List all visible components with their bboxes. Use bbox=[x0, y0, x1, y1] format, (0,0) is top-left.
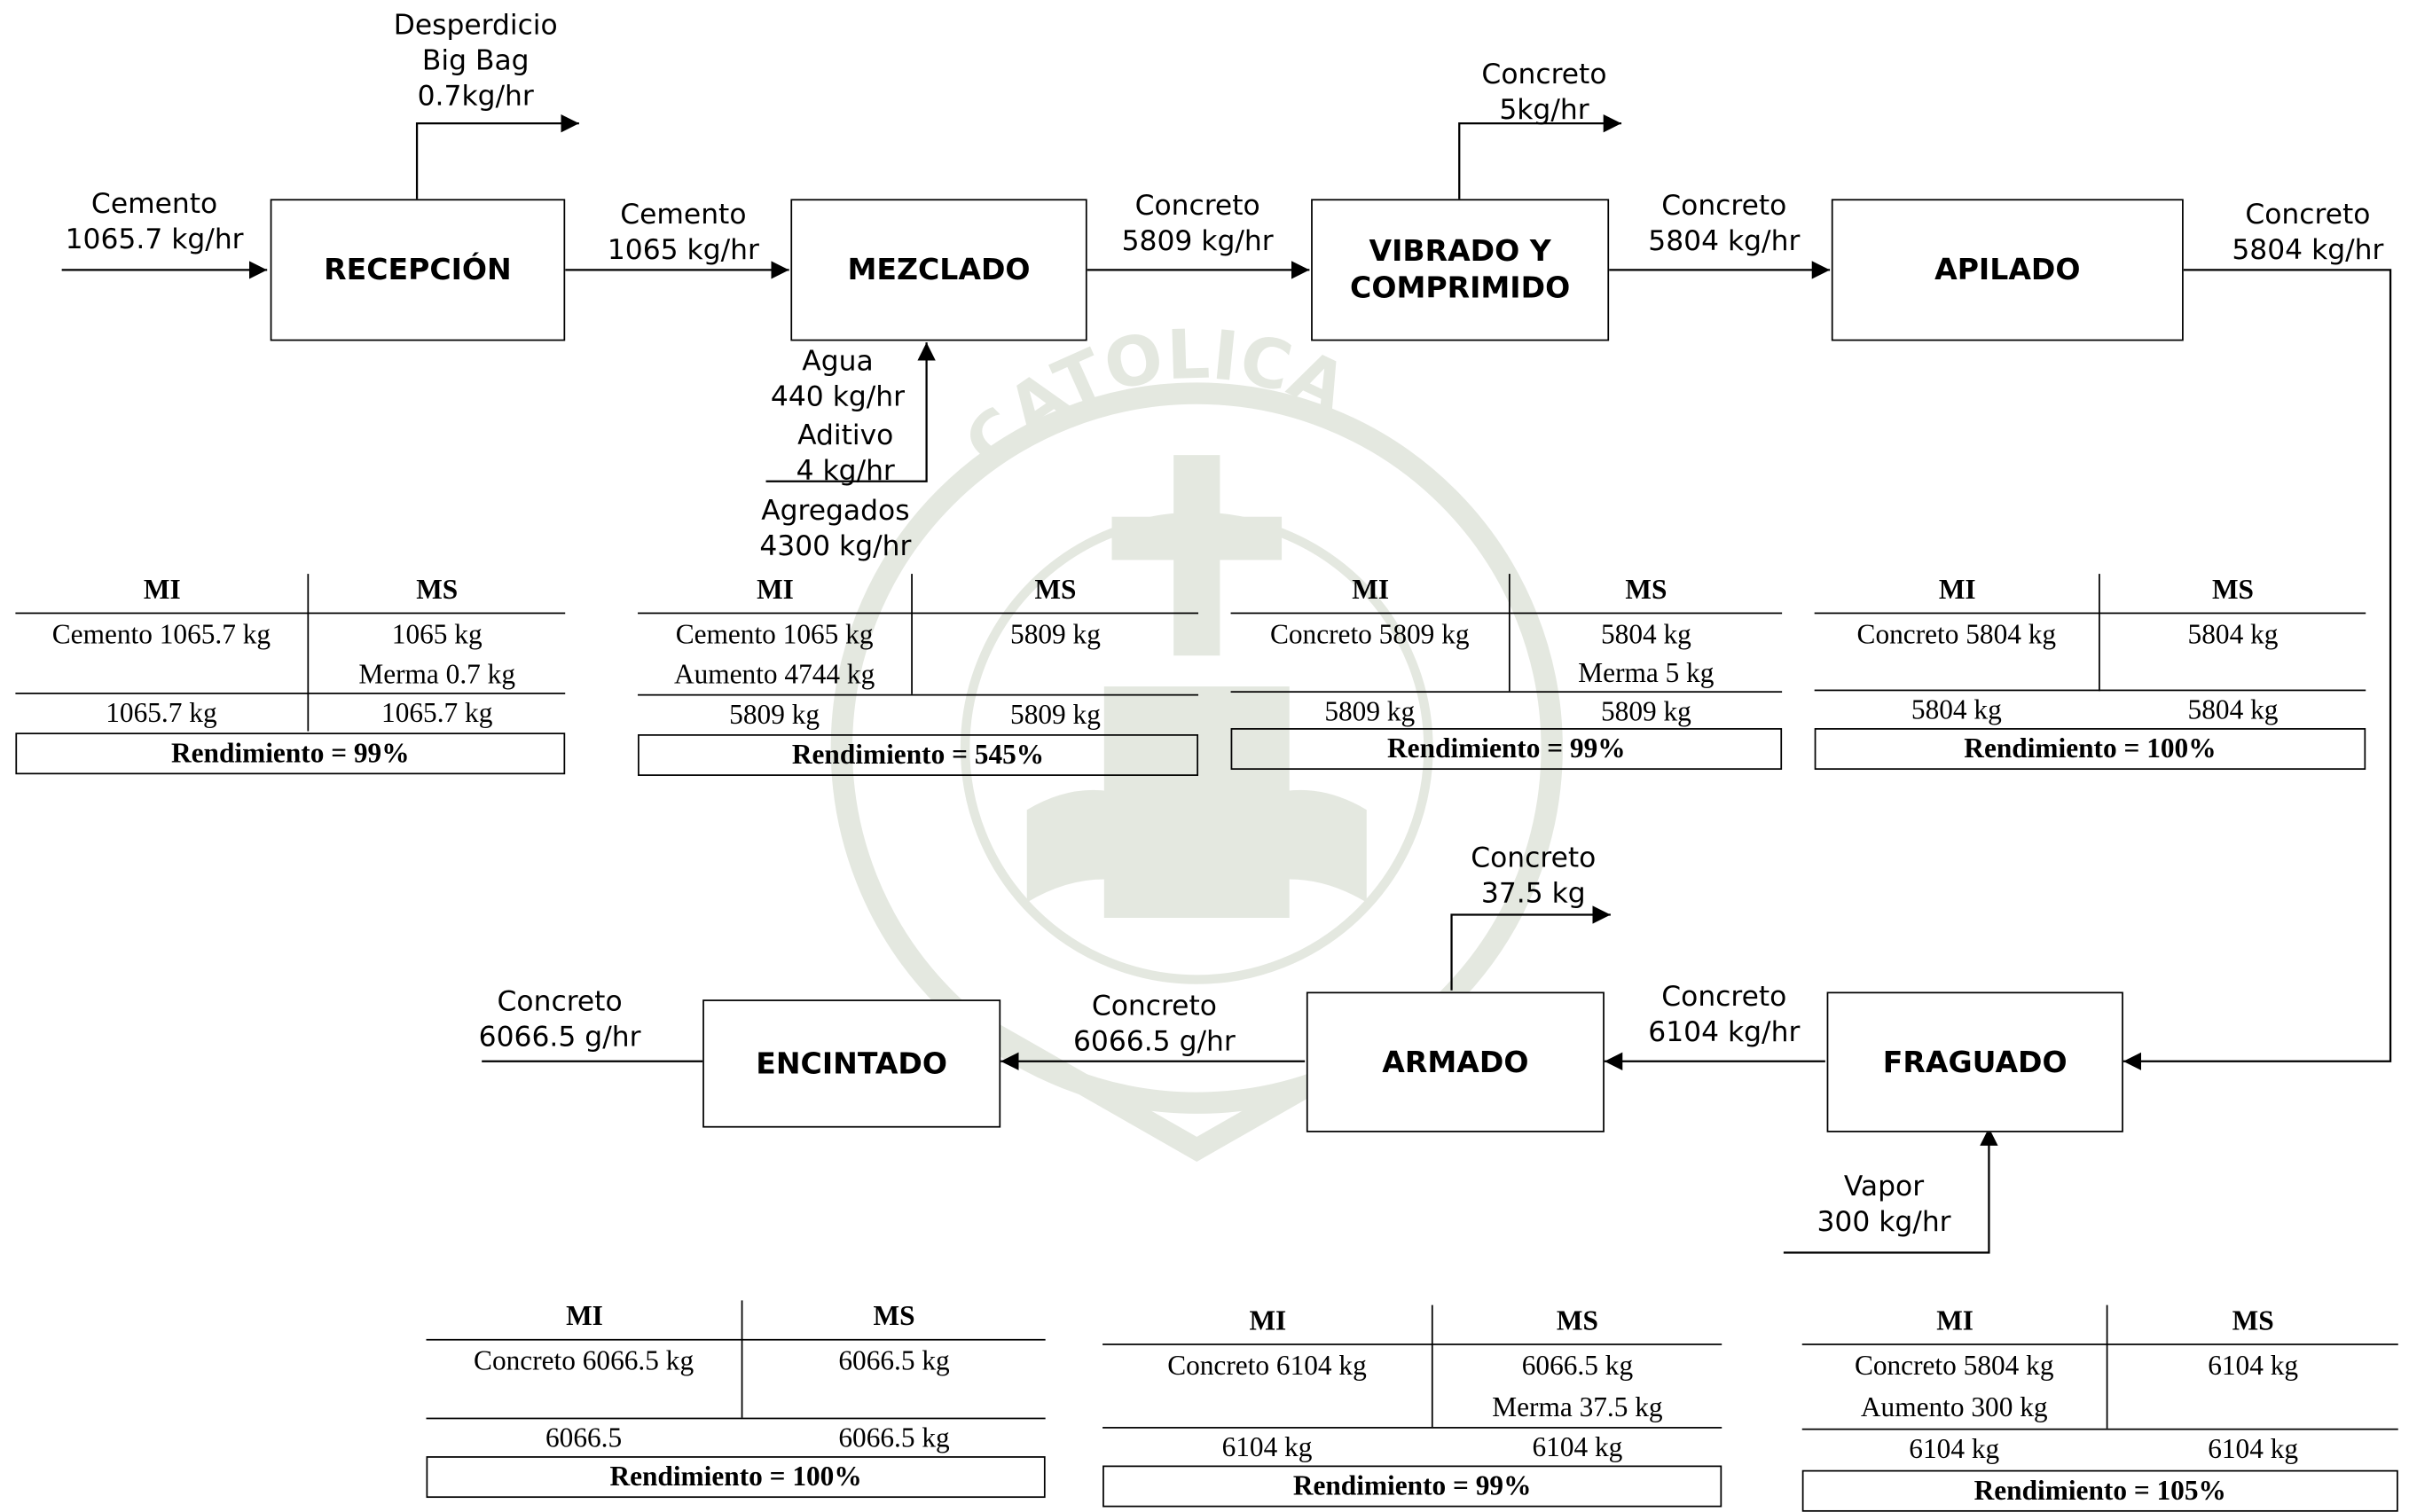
process-apilado-label: APILADO bbox=[1934, 253, 2081, 287]
cell: Concreto 5804 kg bbox=[1856, 618, 2057, 650]
cell: 5804 kg bbox=[1600, 618, 1691, 650]
process-mezclado-label: MEZCLADO bbox=[847, 253, 1031, 287]
total-cell: 6066.5 kg bbox=[838, 1422, 950, 1453]
cell: Concreto 5809 kg bbox=[1269, 618, 1470, 650]
total-cell: 1065.7 kg bbox=[106, 697, 217, 729]
process-fraguado: FRAGUADO bbox=[1826, 991, 2123, 1132]
process-mezclado: MEZCLADO bbox=[790, 199, 1087, 341]
balance-table-mezclado: MI MS Cemento 1065 kg 5809 kg Aumento 47… bbox=[638, 574, 1199, 776]
ms-header: MS bbox=[1556, 1304, 1598, 1336]
total-cell: 1065.7 kg bbox=[381, 697, 493, 729]
ms-header: MS bbox=[1625, 574, 1667, 605]
ms-header: MS bbox=[873, 1300, 915, 1332]
cell: Merma 5 kg bbox=[1578, 657, 1715, 688]
ms-header: MS bbox=[1034, 574, 1077, 605]
mi-header: MI bbox=[566, 1300, 603, 1332]
process-vibrado-comprimido: VIBRADO Y COMPRIMIDO bbox=[1311, 199, 1610, 341]
process-armado: ARMADO bbox=[1306, 991, 1605, 1132]
rendimiento: Rendimiento = 99% bbox=[15, 732, 566, 775]
process-recepcion: RECEPCIÓN bbox=[270, 199, 566, 341]
university-crest-watermark: CATOLICA bbox=[830, 317, 1563, 1162]
cell: Concreto 5804 kg bbox=[1854, 1350, 2054, 1381]
process-apilado: APILADO bbox=[1831, 199, 2184, 341]
total-cell: 6104 kg bbox=[1909, 1432, 2000, 1464]
mi-header: MI bbox=[1938, 574, 1976, 605]
cell: Aumento 300 kg bbox=[1860, 1391, 2048, 1422]
total-cell: 6104 kg bbox=[1221, 1431, 1313, 1463]
cell: Concreto 6104 kg bbox=[1167, 1350, 1367, 1381]
cell: 6066.5 kg bbox=[838, 1344, 950, 1376]
ms-header: MS bbox=[2232, 1304, 2274, 1336]
mi-header: MI bbox=[143, 574, 181, 605]
rendimiento: Rendimiento = 99% bbox=[1230, 728, 1783, 771]
total-cell: 5809 kg bbox=[729, 698, 820, 730]
cell: 5804 kg bbox=[2187, 618, 2279, 650]
total-cell: 5809 kg bbox=[1010, 698, 1101, 730]
balance-table-encintado: MI MS Concreto 6066.5 kg 6066.5 kg 6066.… bbox=[426, 1300, 1046, 1499]
cell: Concreto 6066.5 kg bbox=[474, 1344, 694, 1376]
total-cell: 6104 kg bbox=[1532, 1431, 1623, 1463]
mi-header: MI bbox=[1936, 1304, 1973, 1336]
balance-table-vibrado: MI MS Concreto 5809 kg 5804 kg Merma 5 k… bbox=[1230, 574, 1783, 771]
total-cell: 6066.5 bbox=[545, 1422, 623, 1453]
mi-header: MI bbox=[757, 574, 794, 605]
cell: Merma 37.5 kg bbox=[1492, 1391, 1663, 1422]
balance-table-recepcion: MI MS Cemento 1065.7 kg 1065 kg Merma 0.… bbox=[15, 574, 566, 775]
process-armado-label: ARMADO bbox=[1382, 1045, 1529, 1079]
ms-header: MS bbox=[2211, 574, 2254, 605]
cell: Aumento 4744 kg bbox=[673, 658, 875, 690]
total-cell: 5809 kg bbox=[1324, 695, 1416, 727]
rendimiento: Rendimiento = 99% bbox=[1102, 1465, 1722, 1508]
total-cell: 5804 kg bbox=[2187, 693, 2279, 725]
process-fraguado-label: FRAGUADO bbox=[1882, 1045, 2068, 1079]
process-encintado: ENCINTADO bbox=[702, 999, 1001, 1128]
process-recepcion-label: RECEPCIÓN bbox=[324, 253, 512, 287]
cell: Cemento 1065.7 kg bbox=[51, 618, 271, 650]
rendimiento: Rendimiento = 105% bbox=[1801, 1469, 2398, 1512]
cell: Cemento 1065 kg bbox=[675, 618, 874, 650]
rendimiento: Rendimiento = 545% bbox=[638, 734, 1199, 776]
balance-table-apilado: MI MS Concreto 5804 kg 5804 kg 5804 kg 5… bbox=[1814, 574, 2366, 771]
cell: Merma 0.7 kg bbox=[358, 658, 516, 690]
process-vibrado-line1: VIBRADO Y bbox=[1369, 234, 1551, 269]
mi-header: MI bbox=[1352, 574, 1390, 605]
cell: 5809 kg bbox=[1010, 618, 1101, 650]
process-encintado-label: ENCINTADO bbox=[756, 1046, 948, 1081]
total-cell: 5809 kg bbox=[1600, 695, 1691, 727]
rendimiento: Rendimiento = 100% bbox=[1814, 728, 2366, 771]
total-cell: 5804 kg bbox=[1911, 693, 2002, 725]
cell: 6104 kg bbox=[2208, 1350, 2299, 1381]
mi-header: MI bbox=[1249, 1304, 1287, 1336]
process-vibrado-line2: COMPRIMIDO bbox=[1350, 271, 1571, 306]
balance-table-fraguado: MI MS Concreto 5804 kg 6104 kg Aumento 3… bbox=[1801, 1304, 2398, 1512]
rendimiento: Rendimiento = 100% bbox=[426, 1456, 1046, 1499]
cell: 1065 kg bbox=[391, 618, 483, 650]
balance-table-armado: MI MS Concreto 6104 kg 6066.5 kg Merma 3… bbox=[1102, 1304, 1722, 1508]
ms-header: MS bbox=[416, 574, 459, 605]
total-cell: 6104 kg bbox=[2208, 1432, 2299, 1464]
cell: 6066.5 kg bbox=[1521, 1350, 1634, 1381]
